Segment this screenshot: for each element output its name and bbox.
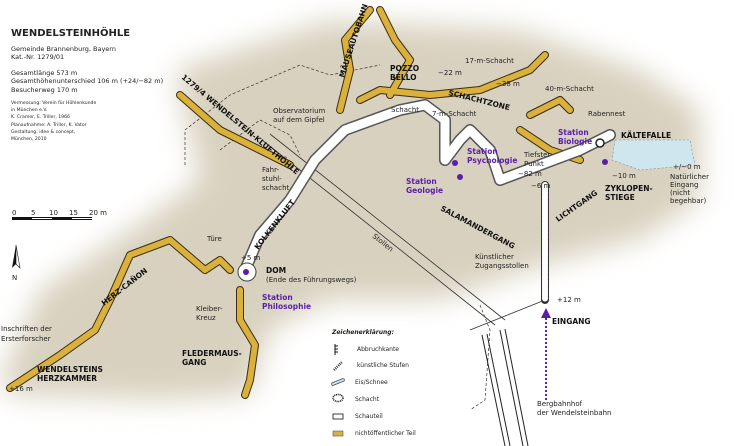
label-natuerlicher: Natürlicher	[670, 173, 709, 181]
ice-area	[611, 139, 696, 171]
legend-item: künstliche Stufen	[357, 362, 409, 369]
label-herzkammer: HERZKAMMER	[37, 374, 97, 383]
label-inschriften: Inschriften der	[1, 325, 52, 333]
total-length: Gesamtlänge 573 m	[11, 68, 78, 77]
scale-tick: 20 m	[89, 209, 107, 217]
legend-item: Schacht	[355, 396, 380, 403]
station-markers	[243, 159, 608, 275]
label-gipfel: auf dem Gipfel	[273, 116, 325, 124]
label-level-0: +/−0 m	[673, 163, 701, 171]
label-wendelsteinbahn: der Wendelsteinbahn	[537, 409, 612, 417]
legend: Zeichenerklärung: Abbruchkante künstlich…	[331, 329, 416, 437]
label-wendelsteins: WENDELSTEINS	[37, 365, 103, 374]
label-schacht-fahrstuhl: schacht	[262, 184, 290, 192]
catalog-number: Kat.-Nr. 1279/01	[11, 53, 65, 61]
legend-item: Abbruchkante	[357, 346, 399, 353]
label-punkt: Punkt	[524, 160, 544, 168]
north-arrow-icon: N	[12, 244, 21, 282]
north-label: N	[12, 274, 17, 282]
show-cave	[237, 99, 616, 304]
railway	[481, 328, 529, 446]
label-depth-38: −38 m	[496, 80, 520, 88]
schacht-icon	[332, 393, 344, 403]
label-schacht: Schacht	[391, 106, 419, 114]
legend-item: Schauteil	[355, 413, 383, 420]
label-depth-10: −10 m	[612, 172, 636, 180]
label-level-5: +5 m	[241, 254, 261, 262]
label-ersterforscher: Ersterforscher	[1, 335, 51, 343]
label-bergbahnhof: Bergbahnhof	[537, 400, 583, 408]
info-block: WENDELSTEINHÖHLE Gemeinde Brannenburg, B…	[11, 28, 164, 143]
scale-tick: 5	[31, 209, 35, 217]
terrain-edge	[469, 299, 546, 331]
private-passages	[6, 6, 584, 399]
station-psychologie: Station	[467, 147, 498, 156]
label-begehbar: begehbar)	[670, 197, 707, 205]
page-title: WENDELSTEINHÖHLE	[11, 28, 131, 39]
station-philosophie-name: Philosophie	[262, 302, 311, 311]
label-stuhl: stuhl-	[262, 175, 282, 183]
label-level-16: +16 m	[9, 385, 33, 393]
station-psychologie-name: Psychologie	[467, 156, 517, 165]
label-kuenstlicher: Künstlicher	[475, 253, 514, 261]
label-nicht: (nicht	[670, 189, 690, 197]
label-17m-schacht: 17-m-Schacht	[465, 57, 514, 65]
label-eingang-nat: Eingang	[670, 181, 698, 189]
label-depth-6: −6 m	[531, 182, 551, 190]
credit-line: K. Cramer, E. Triller, 1966	[11, 115, 70, 121]
label-zugangsstollen: Zugangsstollen	[475, 262, 529, 270]
label-bello: BELLO	[390, 73, 417, 82]
station-biologie: Station	[558, 128, 589, 137]
credit-line: Vermessung: Verein für Höhlenkunde	[11, 101, 97, 106]
stufen-icon	[333, 361, 343, 371]
label-fledermaus: FLEDERMAUS-	[182, 349, 242, 358]
legend-item: nichtöffentlicher Teil	[355, 430, 416, 437]
entrance-arrowhead-icon	[541, 308, 551, 318]
private-swatch	[332, 430, 344, 437]
label-eingang: EINGANG	[552, 317, 591, 326]
scale-bar: 0 5 10 15 20 m	[12, 209, 107, 220]
label-rabennest: Rabennest	[588, 110, 626, 118]
label-observatorium: Observatorium	[273, 107, 326, 115]
legend-item: Eis/Schnee	[355, 379, 388, 386]
schauteil-swatch	[332, 413, 344, 420]
visitor-path: Besucherweg 170 m	[11, 85, 78, 94]
credit-line: München, 2010	[11, 137, 47, 143]
credit-line: in München e.V.	[11, 108, 48, 114]
label-pozzo: POZZO	[390, 64, 419, 73]
label-40m-schacht: 40-m-Schacht	[545, 85, 594, 93]
label-gang: GANG	[182, 358, 206, 367]
credit-line: Gestaltung: idee & concept,	[11, 129, 76, 135]
label-level-12: +12 m	[557, 296, 581, 304]
label-7m-schacht: 7-m-Schacht	[432, 110, 477, 118]
label-kreuz: Kreuz	[196, 314, 216, 322]
station-biologie-name: Biologie	[558, 137, 592, 146]
dashed-outlines	[184, 64, 491, 411]
credits: Vermessung: Verein für Höhlenkunde in Mü…	[11, 100, 163, 143]
shaft-rabennest-icon	[595, 138, 605, 148]
station-geologie: Station	[406, 177, 437, 186]
label-depth-82: −82 m	[518, 170, 542, 178]
legend-title: Zeichenerklärung:	[331, 329, 394, 336]
label-tiefster: Tiefster	[523, 151, 550, 159]
label-stiege: STIEGE	[605, 193, 635, 202]
height-difference: Gesamthöhenunterschied 106 m (+24/−82 m)	[11, 77, 164, 85]
station-philosophie: Station	[262, 293, 293, 302]
label-depth-22: −22 m	[438, 69, 462, 77]
label-ende-fuehrungsweg: (Ende des Führungswegs)	[266, 276, 357, 284]
label-kleiber: Kleiber-	[196, 305, 223, 313]
label-fahr: Fahr-	[262, 166, 280, 174]
scale-tick: 10	[49, 209, 58, 217]
label-kaeltefalle: KÄLTEFALLE	[621, 131, 671, 140]
scale-tick: 15	[69, 209, 78, 217]
scale-tick: 0	[12, 209, 16, 217]
credit-line: Planaufnahme: A. Triller, K. Vator	[11, 122, 87, 128]
municipality: Gemeinde Brannenburg, Bayern	[11, 44, 116, 53]
abbruchkante-icon	[334, 344, 338, 355]
label-tuere: Türe	[206, 235, 222, 243]
label-dom: DOM	[266, 266, 286, 275]
label-zyklopen: ZYKLOPEN-	[605, 184, 653, 193]
station-geologie-name: Geologie	[406, 186, 443, 195]
